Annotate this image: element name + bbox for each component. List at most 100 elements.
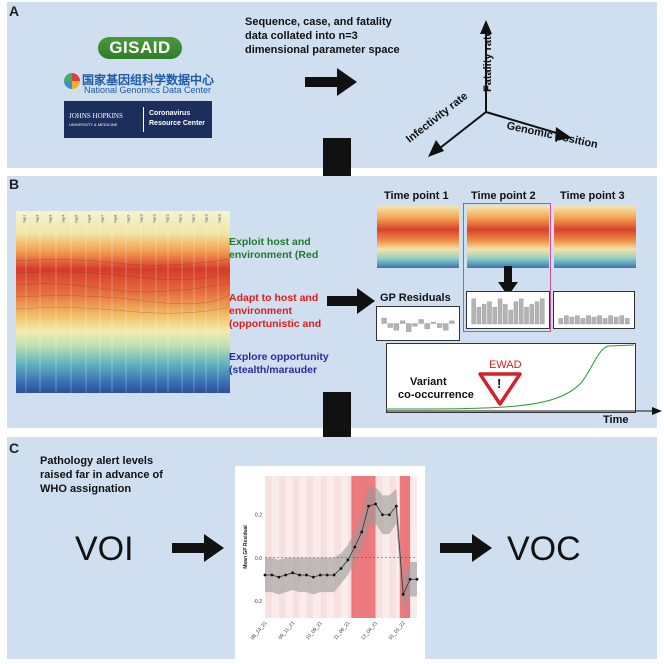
residual-bar xyxy=(476,307,482,325)
explore-label-2: (stealth/marauder xyxy=(229,364,318,376)
jhu-logo-center2: Resource Center xyxy=(149,120,206,127)
residual-bar xyxy=(497,298,503,325)
residual-bar xyxy=(487,301,492,325)
x-tick-label: 01_01_22 xyxy=(388,620,407,641)
main-heatmap xyxy=(16,211,230,393)
residual-bar xyxy=(449,320,455,324)
pathology-note-1: Pathology alert levels xyxy=(40,455,154,467)
x-tick-label: 11_06_21 xyxy=(333,620,352,641)
chart-background-stripe xyxy=(341,476,348,618)
chart-background-stripe xyxy=(278,476,286,618)
ngdc-logo-en: National Genomics Data Center xyxy=(84,85,212,95)
residual-bar xyxy=(569,316,575,325)
right-arrow-icon-voi xyxy=(172,534,224,562)
explore-label-1: Explore opportunity xyxy=(229,351,329,363)
residual-bar xyxy=(387,323,393,328)
adapt-label-3: (opportunistic and xyxy=(229,318,322,330)
gisaid-logo: GISAID xyxy=(98,37,182,59)
residuals-bars-tp3 xyxy=(558,315,630,325)
alert-region xyxy=(399,476,411,618)
confidence-band xyxy=(265,486,417,612)
data-point xyxy=(415,577,419,581)
panel-b-label: B xyxy=(9,176,20,192)
panel-a-label: A xyxy=(9,3,20,19)
voi-label: VOI xyxy=(75,530,134,568)
residual-bar xyxy=(508,309,513,325)
data-point xyxy=(346,558,350,562)
y-axis-label: Mean GP Residual xyxy=(243,525,249,569)
panel-c-label: C xyxy=(9,440,20,456)
time-point-1-heatmap xyxy=(377,206,459,268)
heatmap-tick-label: hap9 xyxy=(126,214,131,223)
down-arrow-icon-tp2 xyxy=(498,266,518,296)
chart-background-stripe xyxy=(299,476,307,618)
heatmap-tick-label: hap16 xyxy=(217,214,222,223)
heatmap-tick-label: hap3 xyxy=(48,214,53,223)
chart-background-stripe xyxy=(382,476,390,618)
exploit-label-1: Exploit host and xyxy=(229,236,311,248)
chart-background-stripe xyxy=(265,476,272,618)
residual-bar xyxy=(406,323,412,332)
time-point-1-label: Time point 1 xyxy=(384,190,449,202)
chart-background-stripe xyxy=(327,476,335,618)
data-point xyxy=(339,567,343,570)
data-point xyxy=(332,573,336,577)
data-point xyxy=(318,573,322,577)
time-axis-label: Time xyxy=(603,414,629,426)
chart-background-stripe xyxy=(334,476,341,618)
residual-bar xyxy=(534,301,540,325)
right-arrow-icon-b xyxy=(327,288,375,314)
residual-bar xyxy=(529,304,534,325)
data-point xyxy=(277,575,281,579)
residual-bar xyxy=(602,318,608,325)
residual-bar xyxy=(418,319,424,324)
chart-background-stripe xyxy=(292,476,300,618)
residual-bar xyxy=(412,323,418,327)
data-point xyxy=(263,573,267,577)
heatmap-tick-label: hap14 xyxy=(191,214,196,223)
time-axis-arrow-icon xyxy=(386,407,662,415)
panel-a-description-3: dimensional parameter space xyxy=(245,44,400,56)
data-point xyxy=(305,573,308,577)
data-point xyxy=(381,513,384,517)
panel-a-description-2: data collated into n=3 xyxy=(245,30,358,42)
heatmap-tick-label: hap13 xyxy=(178,214,183,223)
ewad-symbol: ! xyxy=(497,376,502,391)
data-point xyxy=(291,571,295,575)
jhu-logo-divider xyxy=(143,107,144,132)
data-point xyxy=(270,573,274,577)
residual-bar xyxy=(471,298,476,325)
chart-background-stripe xyxy=(285,476,293,618)
jhu-logo: JOHNS HOPKINS UNIVERSITY & MEDICINE Coro… xyxy=(64,101,212,138)
data-point xyxy=(284,573,288,577)
residual-bar xyxy=(558,318,564,325)
residual-bar xyxy=(443,323,449,331)
heatmap-tick-label: hap5 xyxy=(74,214,79,223)
heatmap-tick-label: hap2 xyxy=(35,214,40,223)
chart-background-stripe xyxy=(320,476,328,618)
residual-bar xyxy=(436,323,443,328)
variant-cooccurrence-curve xyxy=(386,344,634,410)
time-point-2-label: Time point 2 xyxy=(471,190,536,202)
heatmap-tick-label: hap1 xyxy=(22,214,27,223)
chart-background-stripe xyxy=(389,476,397,618)
ngdc-logo: 国家基因组科学数据中心 National Genomics Data Cente… xyxy=(64,71,224,97)
y-tick-label: -0.2 xyxy=(253,599,262,605)
data-point xyxy=(408,577,412,581)
data-point xyxy=(360,530,364,534)
time-point-3-heatmap xyxy=(554,206,636,268)
pathology-note-2: raised far in advance of xyxy=(40,469,163,481)
residuals-bars-tp1 xyxy=(381,317,455,332)
data-point xyxy=(298,573,301,577)
residual-bar xyxy=(424,323,430,330)
pathology-note-3: WHO assignation xyxy=(40,483,132,495)
x-tick-label: 10_09_21 xyxy=(305,620,324,641)
residual-bar xyxy=(586,315,591,325)
chart-background-stripe xyxy=(306,476,314,618)
residual-bar xyxy=(624,318,630,325)
residual-bar xyxy=(608,315,613,325)
residual-bar xyxy=(482,304,487,325)
residuals-bars-tp2 xyxy=(471,298,545,325)
data-point xyxy=(401,592,405,596)
